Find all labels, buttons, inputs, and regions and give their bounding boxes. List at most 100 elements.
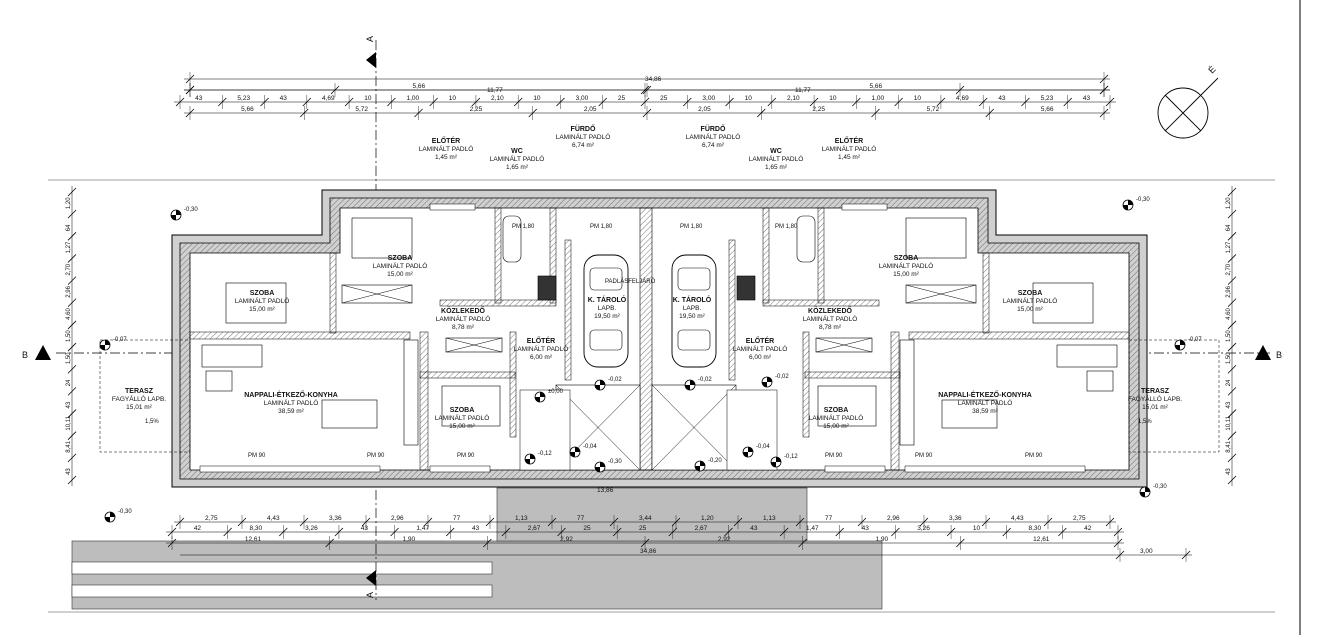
dim-bot-r3-2: 2,92: [560, 536, 573, 543]
dim-top-r3-6: 5,72: [927, 106, 940, 113]
room-name: KÖZLEKEDŐ: [808, 306, 853, 315]
dim-bot-r1-3: 2,96: [391, 515, 404, 522]
building-walls: [171, 189, 1148, 488]
dim-top-r2-16: 1,00: [872, 95, 885, 102]
room-floor: FAGYÁLLÓ LAPB.: [112, 394, 166, 403]
dim-top-r2-15: 10: [829, 95, 837, 102]
dim-bot-r2-2: 3,26: [305, 525, 318, 532]
dim-left-1: 64: [66, 224, 72, 231]
room-floor: LAMINÁLT PADLÓ: [490, 154, 545, 163]
dim-bot-r2-9: 2,67: [695, 525, 708, 532]
level-value: ±0,00: [548, 389, 564, 395]
dim-top-r3-2: 2,25: [470, 106, 483, 113]
level-value: -0,12: [784, 454, 798, 460]
dim-top-r2-17: 10: [914, 95, 922, 102]
dim-right-7: 1,50: [1226, 352, 1232, 364]
room-area: 38,59 m²: [972, 408, 998, 415]
dim-right-12: 43: [1226, 468, 1232, 475]
dim-top-r2-20: 5,23: [1041, 95, 1054, 102]
level-marker-icon: -0,30: [104, 509, 132, 523]
room-name: KÖZLEKEDŐ: [441, 306, 486, 315]
axis-label-right: B: [1276, 350, 1282, 360]
level-marker-icon: -0,12: [524, 451, 552, 465]
dim-bot-r2-3: 43: [361, 525, 369, 532]
room-floor: LAMINÁLT PADLÓ: [435, 413, 490, 422]
room-name: SZOBA: [388, 255, 413, 262]
level-marker-icon: -0,02: [594, 377, 622, 391]
paving: [71, 487, 883, 610]
dim-top-r3-1: 5,72: [355, 106, 368, 113]
dim-bot-r3-5: 12,61: [1033, 536, 1050, 543]
room-floor: LAPB.: [683, 305, 702, 312]
room-area: 19,50 m²: [679, 313, 705, 320]
level-value: -0,02: [608, 377, 622, 383]
axis-label-left: B: [22, 350, 28, 360]
room-name: SZOBA: [250, 290, 275, 297]
level-value: -0,07: [1188, 337, 1202, 343]
level-marker-icon: -0,07: [1174, 337, 1202, 351]
room-area: 15,00 m²: [387, 271, 413, 278]
dim-top-r2-14: 2,10: [787, 95, 800, 102]
terrace-outlines: [99, 339, 1220, 453]
north-arrow-icon: [1157, 77, 1219, 139]
level-value: -0,12: [538, 451, 552, 457]
room-name: ELŐTÉR: [835, 136, 863, 145]
dim-bot-r2-8: 25: [639, 525, 647, 532]
dim-bot-r2-6: 2,67: [528, 525, 541, 532]
dim-right-2: 1,27: [1226, 241, 1232, 253]
dim-right-4: 2,96: [1226, 285, 1232, 297]
room-name: NAPPALI-ÉTKEZŐ-KONYHA: [938, 390, 1032, 399]
dim-top-r2-0: 43: [195, 95, 203, 102]
room-floor: LAMINÁLT PADLÓ: [958, 398, 1013, 407]
dim-top-half-right: 11,77: [795, 87, 811, 94]
room-area: 15,00 m²: [823, 423, 849, 430]
room-area: 15,00 m²: [249, 306, 275, 313]
dim-bot-r3-3: 2,92: [718, 536, 731, 543]
dim-top-r3-4: 2,05: [698, 106, 711, 113]
dim-bot-r1-13: 4,43: [1011, 515, 1024, 522]
dim-top-r2-7: 2,10: [491, 95, 504, 102]
room-area: 1,45 m²: [435, 154, 458, 161]
level-marker-icon: -0,12: [770, 454, 798, 468]
level-marker-icon: -0,02: [761, 374, 789, 388]
room-area: 6,00 m²: [749, 354, 772, 361]
room-floor: LAMINÁLT PADLÓ: [373, 261, 428, 270]
room-name: SZOBA: [894, 255, 919, 262]
dim-right-1: 64: [1226, 224, 1232, 231]
level-marker-icon: ±0,00: [534, 389, 564, 403]
room-name: K. TÁROLÓ: [673, 295, 712, 304]
level-marker-icon: -0,07: [99, 337, 127, 351]
dim-top-r2-12: 3,00: [702, 95, 715, 102]
dim-bottom-extra: 3,00: [1140, 548, 1153, 555]
room-floor: LAMINÁLT PADLÓ: [822, 144, 877, 153]
room-name: FÜRDŐ: [571, 124, 596, 133]
room-name: TERASZ: [1141, 388, 1170, 395]
dim-slab: 13,86: [597, 487, 614, 494]
dim-bot-r1-10: 77: [825, 515, 833, 522]
room-area: 19,50 m²: [594, 313, 620, 320]
dim-right-stack: 1,20641,272,702,964,601,501,50244310,118…: [1226, 186, 1237, 486]
room-floor: LAPB.: [598, 305, 617, 312]
dim-top-r2-3: 4,69: [322, 95, 335, 102]
dim-top-r2-4: 10: [364, 95, 372, 102]
pm-90-label: PM 90: [248, 453, 266, 459]
dim-right-3: 2,70: [1226, 263, 1232, 275]
level-value: -0,30: [1153, 484, 1167, 490]
room-floor: LAMINÁLT PADLÓ: [419, 144, 474, 153]
room-floor: LAMINÁLT PADLÓ: [556, 132, 611, 141]
dim-left-12: 43: [66, 468, 72, 475]
dim-bot-r3-4: 1,90: [876, 536, 889, 543]
dim-left-0: 1,20: [66, 197, 72, 209]
pm-90-label: PM 90: [457, 453, 475, 459]
